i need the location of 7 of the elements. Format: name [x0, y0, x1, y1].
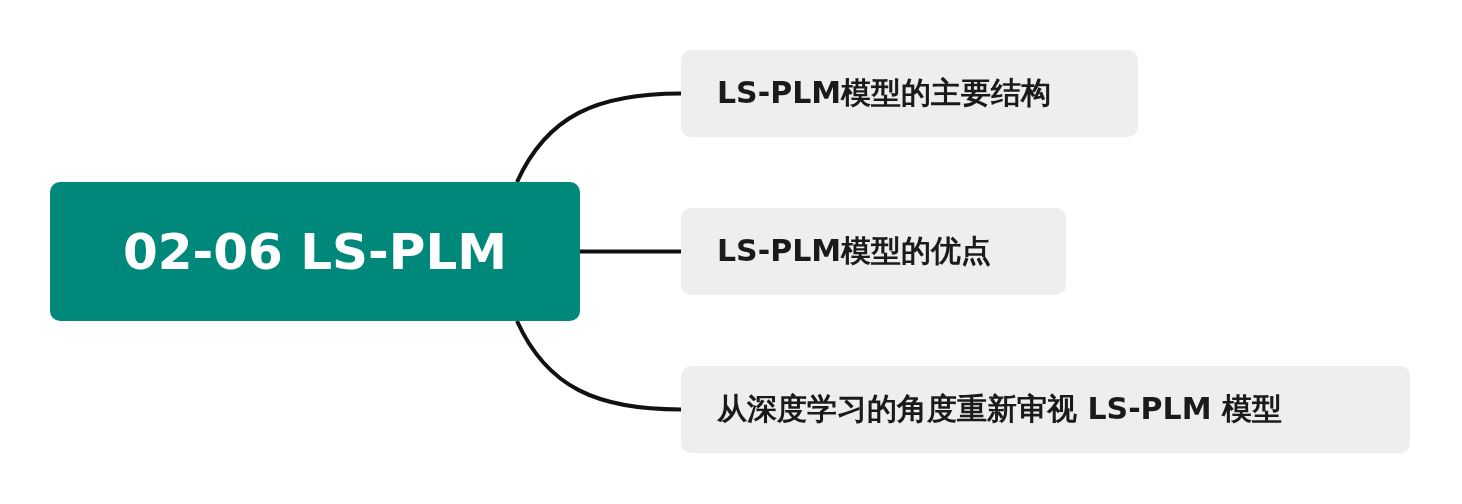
topic-box: 02-06 LS-PLM	[50, 182, 580, 321]
subtopic-box: 从深度学习的角度重新审视 LS-PLM 模型	[681, 366, 1410, 453]
subtopic-box: LS-PLM模型的优点	[681, 208, 1066, 295]
connector-line	[515, 91, 682, 183]
connector-line	[580, 249, 681, 254]
subtopic-box: LS-PLM模型的主要结构	[681, 50, 1138, 137]
connector-line	[515, 320, 682, 412]
